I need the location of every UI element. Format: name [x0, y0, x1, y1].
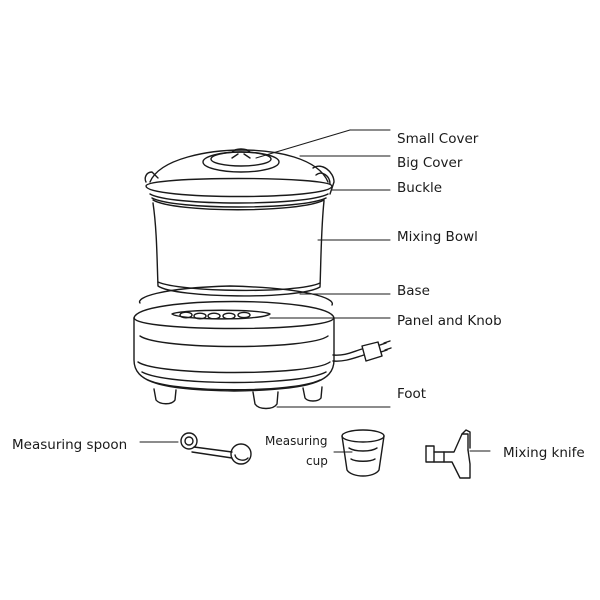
small-cover	[202, 148, 280, 173]
label-measuring-cup-line1: Measuring	[265, 434, 328, 448]
label-small-cover: Small Cover	[397, 131, 479, 147]
leader-lines	[139, 129, 491, 453]
label-mixing-bowl: Mixing Bowl	[397, 229, 478, 245]
leader-small-cover	[255, 129, 351, 159]
control-panel	[171, 309, 271, 320]
measuring-spoon	[180, 432, 252, 465]
label-measuring-spoon: Measuring spoon	[12, 437, 128, 453]
feet	[153, 386, 323, 410]
big-cover	[144, 149, 335, 208]
right-buckle	[312, 165, 335, 195]
base-unit	[133, 285, 335, 392]
label-base: Base	[397, 283, 430, 299]
power-cord	[332, 340, 392, 362]
left-buckle	[144, 171, 159, 183]
measuring-cup	[341, 429, 385, 477]
mixing-knife	[425, 429, 471, 479]
label-panel-and-knob: Panel and Knob	[397, 313, 502, 329]
label-big-cover: Big Cover	[397, 155, 463, 171]
mixing-bowl	[152, 199, 325, 297]
label-measuring-cup-line2: cup	[306, 454, 328, 468]
label-buckle: Buckle	[397, 180, 443, 196]
label-mixing-knife: Mixing knife	[503, 445, 585, 461]
label-foot: Foot	[397, 386, 427, 402]
dough-mixer-appliance	[133, 148, 392, 410]
